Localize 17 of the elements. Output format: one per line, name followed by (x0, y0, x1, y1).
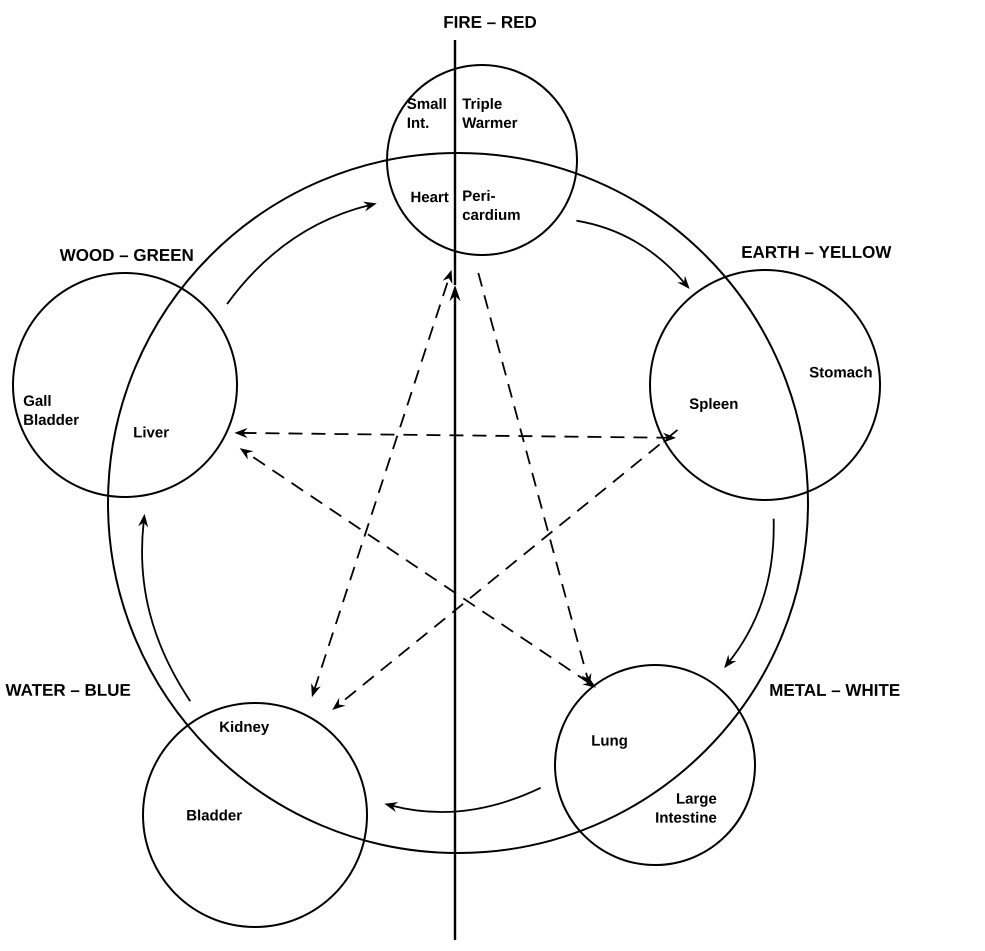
organ-label: Lung (592, 735, 627, 749)
element-heading: FIRE – RED (444, 16, 536, 28)
organ-label: Large Intestine (656, 793, 716, 823)
organ-label: Peri- cardium (462, 190, 520, 220)
organ-label: Triple Warmer (462, 98, 518, 128)
organ-label: Heart (411, 192, 449, 202)
organ-label: Small Int. (407, 98, 446, 128)
element-heading: EARTH – YELLOW (742, 246, 892, 258)
organ-label: Gall Bladder (24, 395, 79, 425)
element-heading: WOOD – GREEN (60, 248, 193, 262)
organ-label: Kidney (220, 721, 270, 735)
organ-label: Spleen (690, 398, 738, 412)
element-heading: METAL – WHITE (770, 684, 900, 696)
element-heading: WATER – BLUE (6, 684, 130, 696)
organ-label: Stomach (810, 366, 872, 378)
organ-label: Liver (134, 426, 169, 438)
organ-label: Bladder (187, 810, 242, 821)
